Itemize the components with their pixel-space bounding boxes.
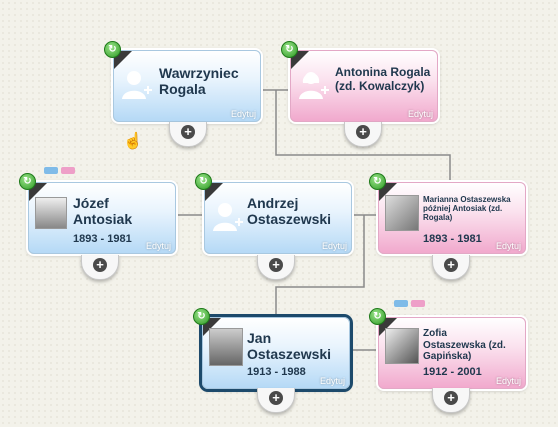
refresh-icon[interactable]: ↻ [104, 41, 121, 58]
person-dates: 1893 - 1981 [73, 233, 132, 245]
plus-icon: + [93, 258, 107, 272]
male-silhouette-icon [213, 203, 243, 231]
add-relative-button[interactable]: + [169, 122, 207, 147]
male-silhouette-icon [122, 71, 152, 99]
plus-icon: + [444, 391, 458, 405]
plus-icon: + [269, 391, 283, 405]
plus-icon: + [356, 125, 370, 139]
person-card-jozef-antosiak[interactable]: ↻ Józef Antosiak 1893 - 1981 Edytuj [19, 173, 176, 254]
edit-link[interactable]: Edytuj [321, 241, 347, 251]
person-name: Józef Antosiak [73, 195, 133, 228]
add-relative-button[interactable]: + [257, 255, 295, 280]
person-name: Jan Ostaszewski [247, 330, 332, 363]
person-name: Wawrzyniec Rogala [159, 65, 239, 98]
refresh-icon[interactable]: ↻ [281, 41, 298, 58]
person-card-zofia-ostaszewska[interactable]: ↻ Zofia Ostaszewska (zd. Gapińska) 1912 … [369, 308, 526, 389]
edit-link[interactable]: Edytuj [319, 376, 345, 386]
edit-link[interactable]: Edytuj [230, 109, 256, 119]
refresh-icon[interactable]: ↻ [369, 308, 386, 325]
person-name: Marianna Ostaszewska później Antosiak (z… [423, 195, 511, 223]
refresh-icon[interactable]: ↻ [193, 308, 210, 325]
edit-link[interactable]: Edytuj [145, 241, 171, 251]
edit-link[interactable]: Edytuj [407, 109, 433, 119]
person-card-wawrzyniec-rogala[interactable]: ↻ Wawrzyniec Rogala Edytuj [104, 41, 261, 122]
person-photo [385, 328, 419, 364]
person-photo [385, 195, 419, 231]
hand-cursor-icon: ☝ [123, 133, 143, 150]
refresh-icon[interactable]: ↻ [19, 173, 36, 190]
person-card-jan-ostaszewski[interactable]: ↻ Jan Ostaszewski 1913 - 1988 Edytuj [193, 308, 350, 389]
refresh-icon[interactable]: ↻ [369, 173, 386, 190]
person-dates: 1893 - 1981 [423, 233, 482, 245]
edit-link[interactable]: Edytuj [495, 376, 521, 386]
person-name: Andrzej Ostaszewski [247, 195, 332, 228]
plus-icon: + [444, 258, 458, 272]
person-card-antonina-rogala[interactable]: ↻ Antonina Rogala (zd. Kowalczyk) Edytuj [281, 41, 438, 122]
person-name: Zofia Ostaszewska (zd. Gapińska) [423, 328, 506, 362]
person-photo [209, 328, 243, 366]
person-dates: 1912 - 2001 [423, 366, 482, 378]
plus-icon: + [269, 258, 283, 272]
person-photo [35, 197, 67, 229]
female-silhouette-icon [299, 72, 329, 99]
refresh-icon[interactable]: ↻ [195, 173, 212, 190]
edit-link[interactable]: Edytuj [495, 241, 521, 251]
person-card-andrzej-ostaszewski[interactable]: ↻ Andrzej Ostaszewski Edytuj [195, 173, 352, 254]
person-card-marianna-ostaszewska[interactable]: ↻ Marianna Ostaszewska później Antosiak … [369, 173, 526, 254]
person-name: Antonina Rogala (zd. Kowalczyk) [335, 65, 431, 93]
plus-icon: + [181, 125, 195, 139]
add-relative-button[interactable]: + [432, 388, 470, 413]
person-dates: 1913 - 1988 [247, 366, 306, 378]
